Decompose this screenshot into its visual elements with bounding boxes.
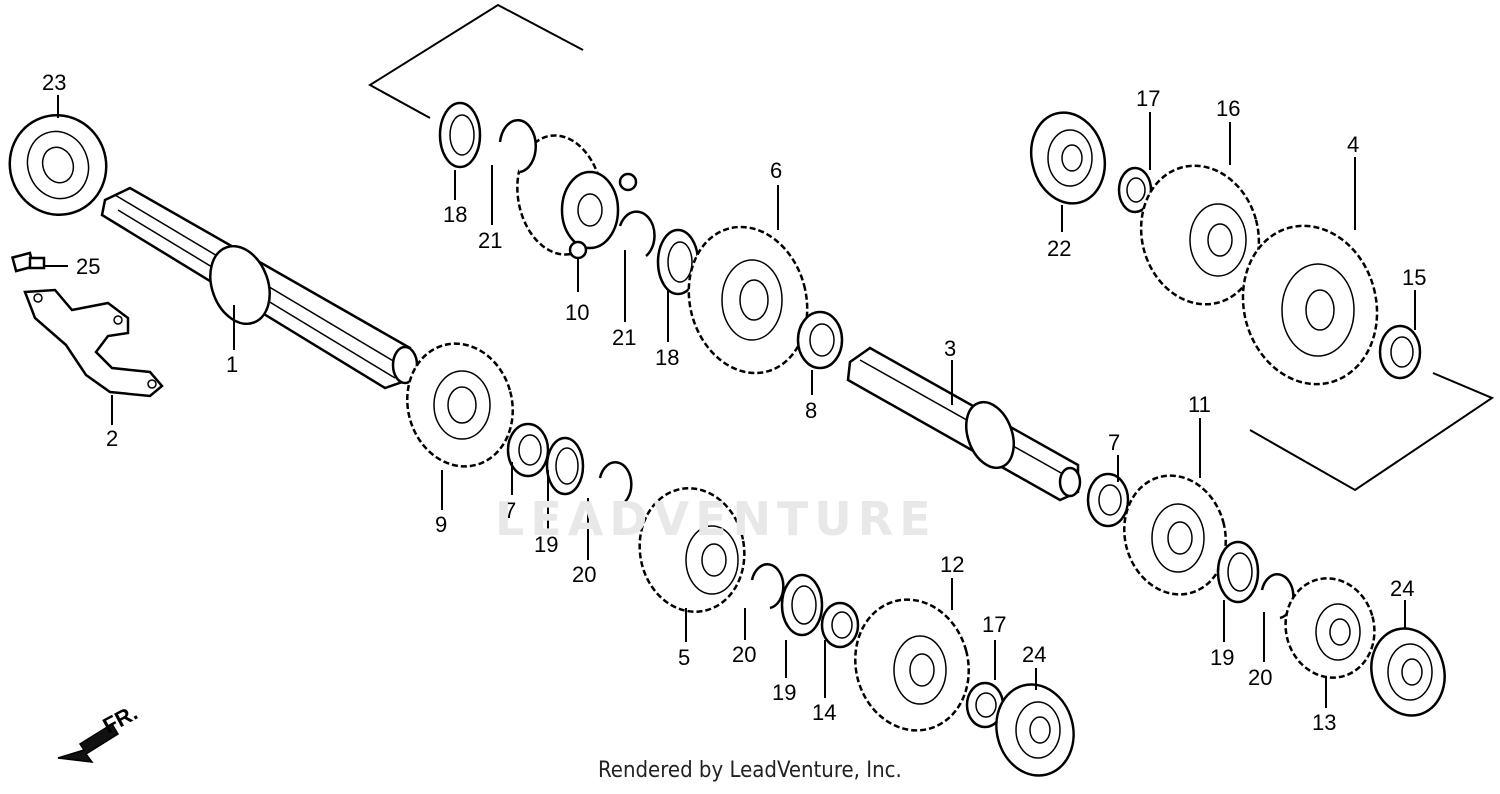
part-4-gear[interactable] — [1226, 211, 1395, 400]
callouts: 23 25 2 1 18 21 10 21 18 6 8 3 9 7 19 20… — [42, 70, 1426, 735]
part-19-washer-right[interactable] — [1216, 540, 1260, 604]
group-bracket-upper — [368, 3, 584, 119]
callout-4: 4 — [1347, 132, 1359, 157]
part-6-gear[interactable] — [673, 214, 823, 387]
part-3-countershaft[interactable] — [846, 346, 1082, 502]
callout-6: 6 — [770, 158, 782, 183]
callout-20-middle: 20 — [732, 642, 756, 667]
callout-14: 14 — [812, 700, 836, 725]
callout-19-left: 19 — [534, 532, 558, 557]
callout-23: 23 — [42, 70, 66, 95]
part-25-bolt[interactable] — [10, 251, 46, 273]
part-2-bracket[interactable] — [23, 288, 164, 398]
callout-20-right: 20 — [1248, 665, 1272, 690]
watermark-logo: LEADVENTURE — [495, 492, 937, 546]
part-19-washer-middle[interactable] — [780, 573, 824, 637]
part-11-gear[interactable] — [1111, 464, 1239, 606]
callout-9: 9 — [435, 512, 447, 537]
part-14-bushing[interactable] — [820, 601, 860, 649]
part-24-bearing-right[interactable] — [1362, 620, 1454, 724]
callout-2: 2 — [106, 426, 118, 451]
callout-1: 1 — [226, 352, 238, 377]
callout-21-upper-left: 21 — [478, 228, 502, 253]
part-20-clip-middle[interactable] — [750, 563, 785, 610]
part-22-bearing-upper[interactable] — [1021, 104, 1114, 212]
callout-7-right: 7 — [1108, 430, 1120, 455]
part-1-mainshaft[interactable] — [100, 186, 419, 390]
callout-19-middle: 19 — [772, 680, 796, 705]
part-8-bushing[interactable] — [796, 310, 844, 370]
callout-21-upper-right: 21 — [612, 325, 636, 350]
callout-5: 5 — [678, 645, 690, 670]
part-9-gear[interactable] — [394, 332, 527, 479]
part-13-gear[interactable] — [1275, 568, 1386, 687]
callout-10: 10 — [565, 300, 589, 325]
leader-lines — [44, 95, 1416, 708]
part-7-bushing-left[interactable] — [506, 422, 550, 478]
part-24-bearing-middle[interactable] — [986, 676, 1083, 785]
part-21-clip-upper-right[interactable] — [618, 210, 656, 257]
callout-3: 3 — [944, 336, 956, 361]
part-18-washer-upper-left[interactable] — [438, 101, 482, 169]
part-15-bushing[interactable] — [1378, 324, 1422, 380]
part-20-clip-left[interactable] — [598, 461, 633, 508]
callout-15: 15 — [1402, 265, 1426, 290]
callout-18-upper-right: 18 — [655, 345, 679, 370]
part-19-washer-left[interactable] — [545, 436, 585, 496]
callout-13: 13 — [1312, 710, 1336, 735]
callout-22: 22 — [1047, 236, 1071, 261]
part-23-bearing[interactable] — [0, 102, 120, 229]
callout-17-lower: 17 — [982, 612, 1006, 637]
part-16-gear[interactable] — [1126, 152, 1274, 317]
part-7-bushing-right[interactable] — [1086, 472, 1130, 528]
part-12-gear[interactable] — [841, 587, 983, 743]
callout-24-right: 24 — [1390, 576, 1414, 601]
callout-20-left: 20 — [572, 562, 596, 587]
credit-text: Rendered by LeadVenture, Inc. — [598, 758, 902, 783]
part-18-washer-upper-right[interactable] — [656, 228, 700, 296]
callout-24-middle: 24 — [1022, 642, 1046, 667]
callout-19-right: 19 — [1210, 645, 1234, 670]
part-10-gear[interactable] — [508, 129, 638, 262]
callout-7-left: 7 — [504, 498, 516, 523]
part-21-clip-upper-left[interactable] — [498, 118, 538, 174]
callout-8: 8 — [805, 398, 817, 423]
callout-11: 11 — [1188, 392, 1211, 417]
group-bracket-lower — [1249, 372, 1495, 492]
callout-17-upper: 17 — [1136, 86, 1160, 111]
callout-25: 25 — [76, 254, 100, 279]
front-arrow-icon: FR. — [57, 700, 142, 763]
callout-12: 12 — [940, 552, 964, 577]
part-5-gear[interactable] — [630, 480, 754, 620]
callout-16: 16 — [1216, 96, 1240, 121]
callout-18-upper-left: 18 — [443, 202, 467, 227]
